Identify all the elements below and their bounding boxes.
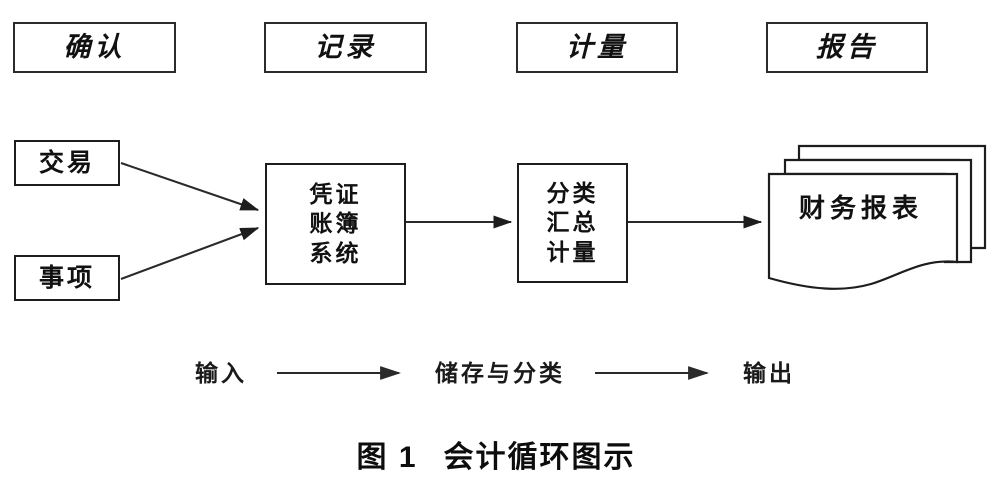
process-box-classify-summarize-measure: 分类 汇总 计量 (517, 163, 628, 283)
process-line-classify: 分类 (546, 180, 599, 206)
phase-box-measure: 计量 (516, 22, 678, 73)
process-line-measure: 计量 (546, 239, 599, 265)
source-label-transaction: 交易 (38, 149, 95, 177)
report-sheet-front (767, 172, 959, 290)
figure-caption: 图 1 会计循环图示 (0, 432, 992, 476)
phase-box-report: 报告 (766, 22, 928, 73)
phase-box-record: 记录 (264, 22, 427, 73)
flow-legend: 输入 储存与分类 输出 (195, 352, 795, 394)
arrow-event-to-ledger (120, 227, 260, 280)
flow-label-output: 输出 (743, 360, 795, 386)
flow-label-storage: 储存与分类 (435, 360, 565, 386)
phase-label-confirm: 确认 (63, 32, 126, 62)
process-line-voucher: 凭证 (309, 181, 362, 207)
flow-label-input: 输入 (195, 360, 247, 386)
process-line-system: 系统 (309, 240, 362, 266)
flow-arrow-input-to-storage (277, 366, 402, 380)
phase-label-measure: 计量 (566, 32, 628, 62)
figure-caption-title: 会计循环图示 (443, 441, 636, 474)
phase-box-confirm: 确认 (13, 22, 176, 73)
figure-caption-number: 图 1 (356, 441, 418, 474)
source-box-transaction: 交易 (14, 140, 120, 186)
arrow-transaction-to-ledger (120, 162, 260, 211)
process-line-ledger: 账簿 (309, 211, 362, 237)
process-line-summarize: 汇总 (546, 210, 599, 236)
source-label-event: 事项 (38, 264, 95, 292)
phase-label-report: 报告 (816, 32, 878, 62)
output-label-financial-statements: 财务报表 (798, 194, 923, 223)
process-box-voucher-ledger-system: 凭证 账簿 系统 (265, 163, 406, 285)
output-document-stack: 财务报表 (763, 140, 988, 305)
flow-arrow-storage-to-output (595, 366, 710, 380)
phase-label-record: 记录 (314, 32, 377, 62)
source-box-event: 事项 (14, 255, 120, 301)
